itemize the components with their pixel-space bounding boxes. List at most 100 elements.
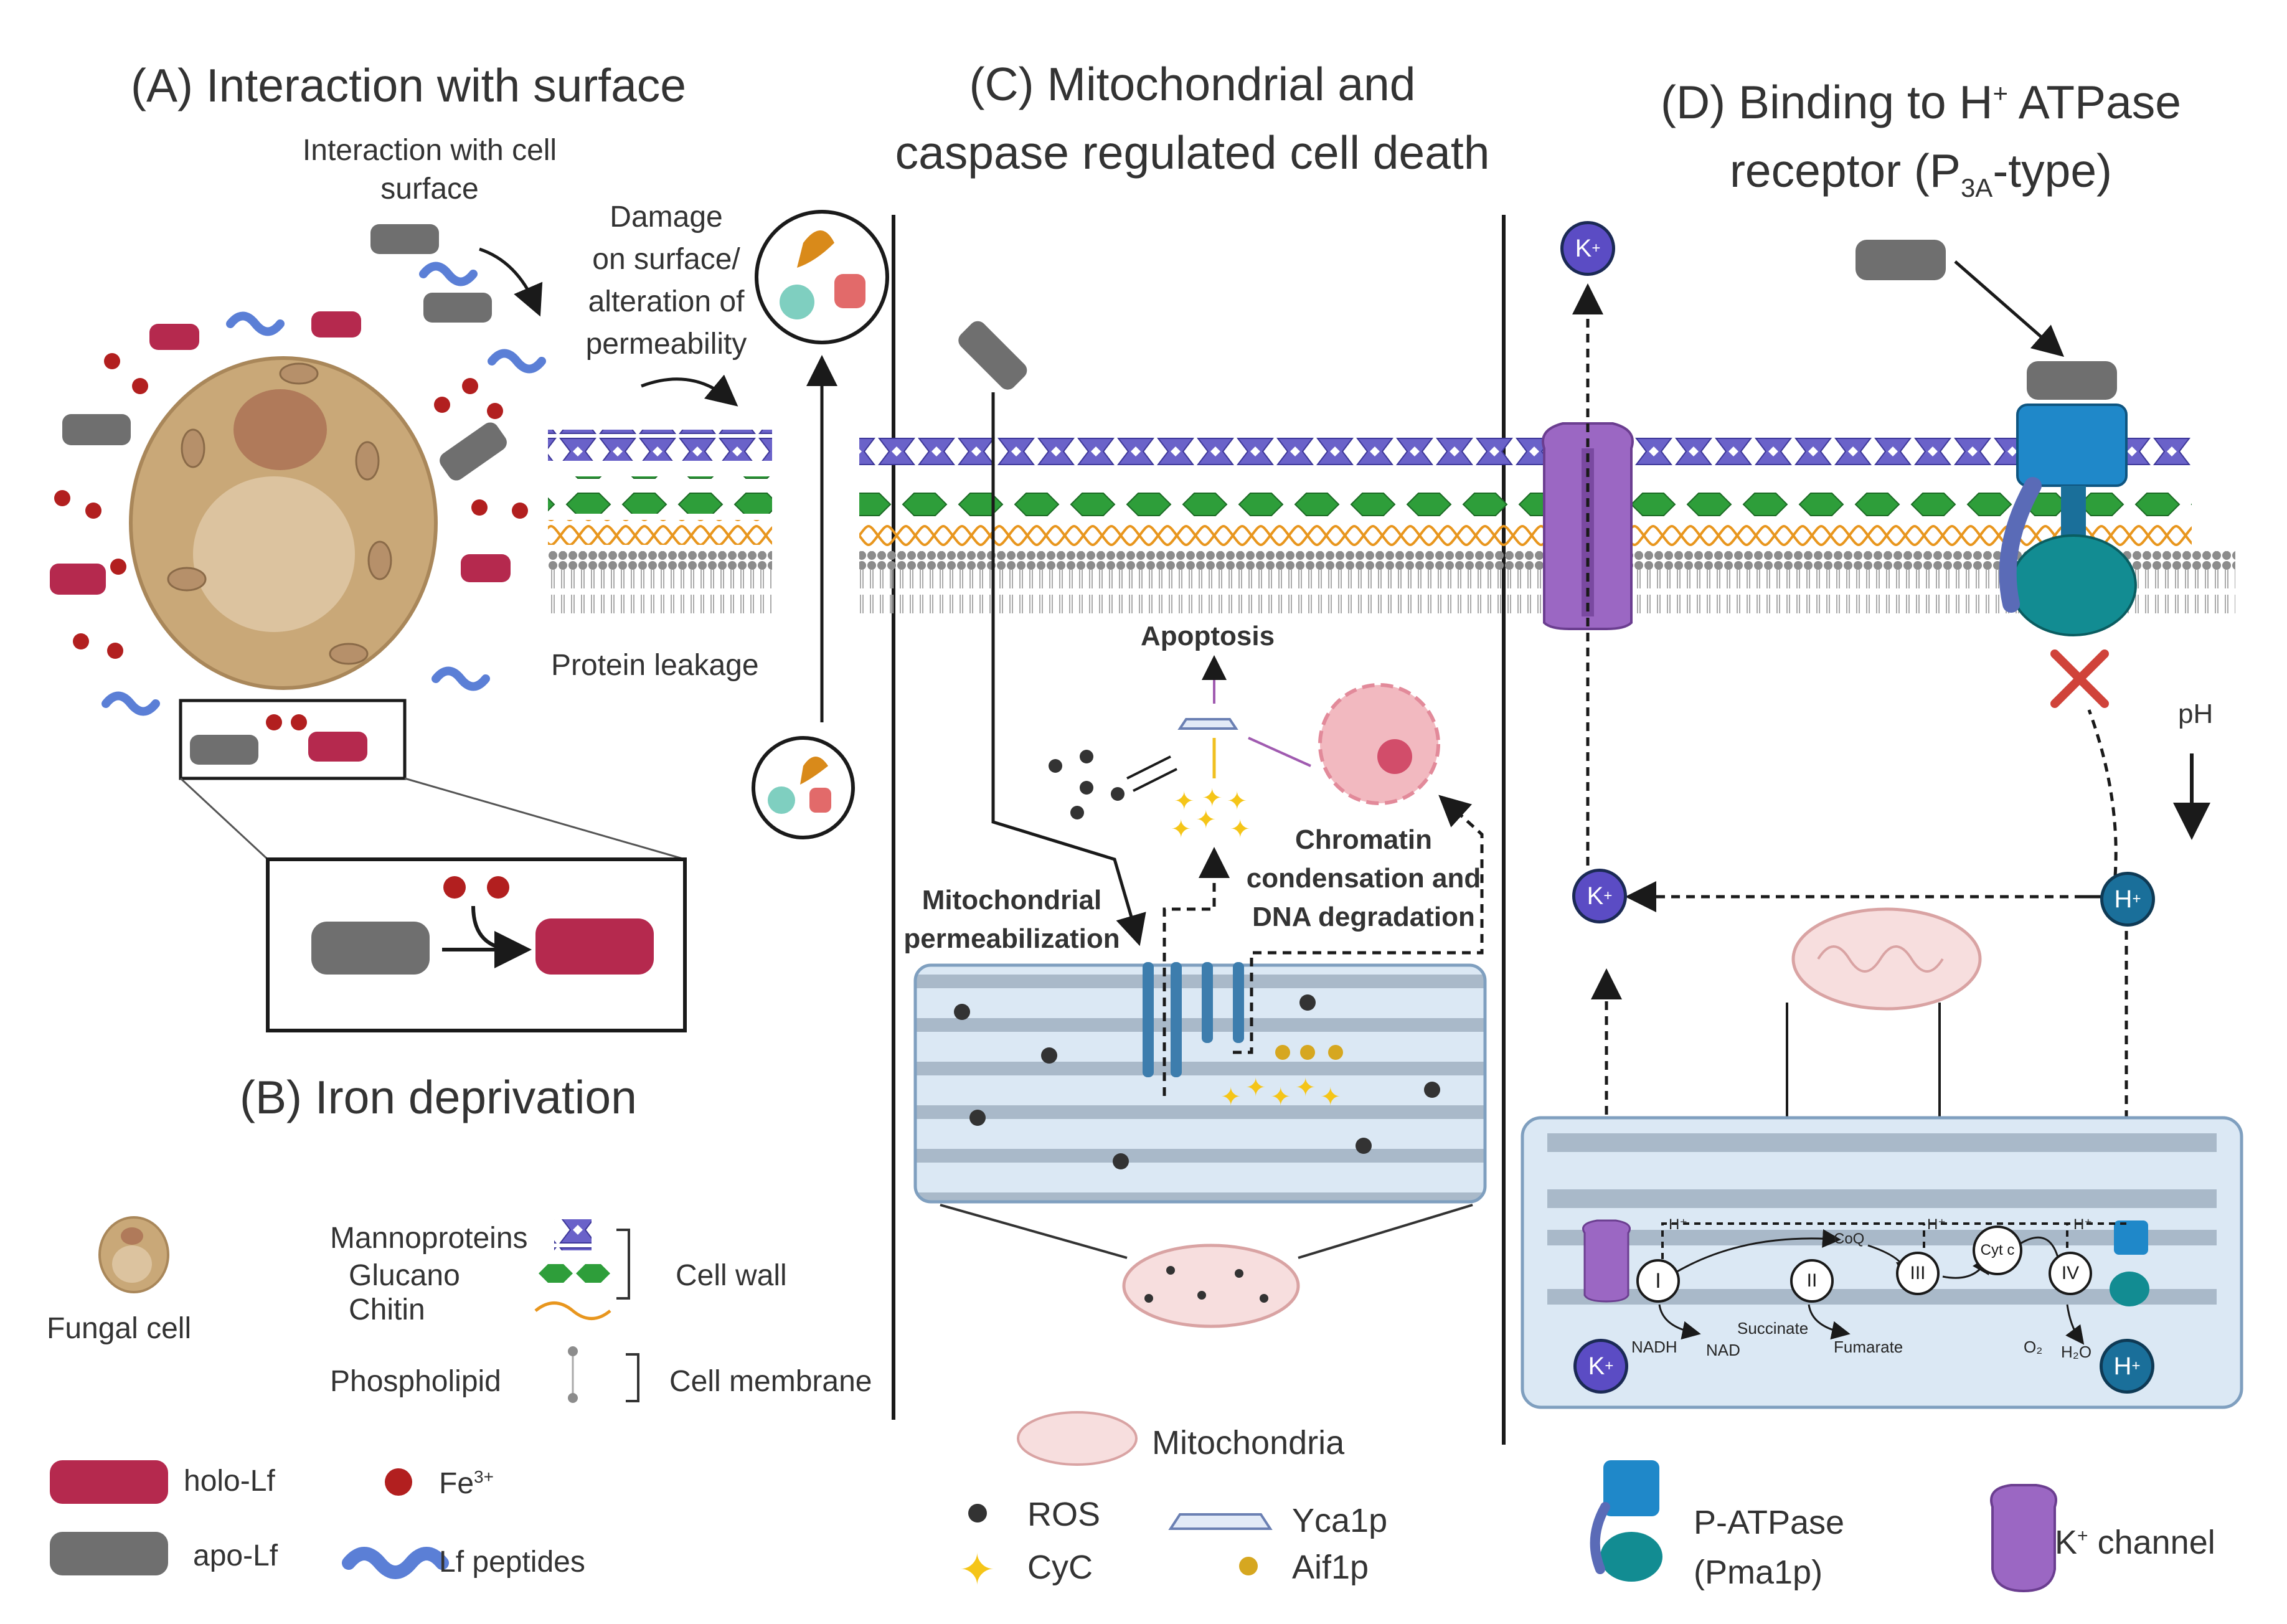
mitochondrion-small	[367, 541, 392, 580]
complex-iv: IV	[2049, 1252, 2092, 1295]
holo-lf-zoom	[535, 918, 654, 975]
legend-mannoprotein-icon	[554, 1219, 592, 1250]
panel-c-title-line2: caspase regulated cell death	[895, 126, 1490, 179]
o2-label: O₂	[2024, 1338, 2043, 1356]
interaction-label: Interaction with cell surface	[283, 136, 576, 204]
leaked-protein	[800, 757, 828, 785]
cell-vacuole	[193, 476, 355, 632]
iron-binding-arrow	[471, 905, 532, 968]
cyc-stars-free: ✦✦✦ ✦✦✦	[1171, 785, 1251, 843]
complex-ii: II	[1790, 1259, 1834, 1303]
zoom-source-box	[179, 699, 407, 780]
apo-lf-d	[1856, 240, 1946, 280]
h-ion-mid: H+	[2100, 872, 2155, 927]
legend-p-atpase-line2: (Pma1p)	[1694, 1554, 1823, 1591]
ros-dots-mito	[954, 994, 1440, 1169]
legend-k-channel: K+ channel	[2055, 1524, 2215, 1561]
svg-text:✦: ✦	[1245, 1074, 1266, 1102]
panel-d-title-line2: receptor (P3A-type)	[1729, 144, 2113, 202]
legend-glucan-icon	[539, 1264, 573, 1283]
legend-phospholipid: Phospholipid	[330, 1365, 501, 1398]
leaked-protein	[768, 786, 795, 814]
apo-lf-zoom	[311, 922, 430, 975]
nadh-label: NADH	[1631, 1338, 1677, 1356]
panel-a-title: (A) Interaction with surface	[131, 59, 687, 111]
legend-mito-icon	[1017, 1411, 1138, 1466]
legend-cyc-icon: ✦	[959, 1546, 996, 1594]
panel-d-title: (D) Binding to H+ ATPase receptor (P3A-t…	[1597, 59, 2245, 222]
complex-i: I	[1636, 1259, 1680, 1303]
leaked-protein	[780, 285, 814, 319]
mitochondrion-d	[1791, 907, 1982, 1011]
mitochondrion-mini	[1122, 1244, 1300, 1328]
legend-fe-icon	[385, 1468, 412, 1496]
legend-cell-membrane: Cell membrane	[669, 1365, 872, 1398]
equilibrium-arrows	[1126, 755, 1177, 792]
binding-arrow	[1954, 260, 2065, 357]
legend-atpase-icon	[1603, 1460, 1659, 1516]
svg-text:✦: ✦	[1195, 806, 1217, 834]
chromatin-line2: condensation and	[1246, 863, 1481, 894]
interaction-label-line1: Interaction with cell	[302, 134, 557, 167]
h-plus-3: H⁺	[2073, 1216, 2092, 1233]
holo-lf-molecules	[50, 311, 511, 595]
h2o-label: H₂O	[2061, 1343, 2092, 1361]
legend-yca1p: Yca1p	[1292, 1502, 1388, 1539]
aif-path	[1233, 795, 1484, 1054]
svg-text:✦: ✦	[1230, 816, 1251, 843]
nad-label: NAD	[1706, 1341, 1740, 1359]
legend-cyc: CyC	[1027, 1549, 1093, 1586]
cyc-path	[1162, 847, 1230, 1096]
legend-apo-lf: apo-Lf	[193, 1539, 278, 1572]
inhibition-x	[2050, 649, 2109, 708]
cell-wall-segment-a-mannoproteins	[548, 430, 772, 461]
panel-c-title: (C) Mitochondrial and caspase regulated …	[862, 50, 1522, 187]
legend-phospholipid-icon	[568, 1346, 578, 1356]
legend-mannoproteins: Mannoproteins	[330, 1222, 528, 1255]
chromatin-to-yca-arrow	[1248, 737, 1311, 767]
chromatin-label: Chromatin condensation and DNA degradati…	[1233, 821, 1494, 937]
mito-perm-line1: Mitochondrial	[922, 885, 1102, 915]
damage-line2: on surface/	[592, 243, 740, 276]
coq-label: CoQ	[1834, 1230, 1865, 1247]
leaked-protein	[834, 274, 865, 308]
svg-text:✦: ✦	[1220, 1083, 1242, 1111]
k-ion-mid: K+	[1572, 869, 1627, 923]
svg-text:✦: ✦	[1227, 788, 1248, 815]
legend-lf-peptides: Lf peptides	[439, 1546, 585, 1579]
cell-wall-segment-a-glucan	[548, 476, 772, 514]
svg-text:✦: ✦	[1171, 816, 1192, 843]
ros-dots-free	[1049, 750, 1125, 819]
atpase-arm	[1999, 477, 2042, 613]
aif1p-dots	[1275, 1045, 1343, 1060]
legend-chitin-icon	[534, 1301, 611, 1320]
cyc-stars-mito: ✦✦ ✦✦✦	[1220, 1074, 1341, 1111]
h-plus-2: H⁺	[1927, 1216, 1946, 1233]
legend-chitin: Chitin	[349, 1293, 425, 1326]
interaction-arrow	[479, 247, 543, 317]
apo-lf-molecules	[62, 224, 507, 481]
apo-lf-c	[958, 321, 1027, 390]
mito-perm-line2: permeabilization	[903, 923, 1120, 954]
panel-d	[1521, 240, 2243, 1409]
legend-aif1p-icon	[1239, 1557, 1258, 1575]
iron-dots	[54, 353, 528, 730]
damage-line1: Damage	[610, 201, 723, 234]
inhibition-line	[2087, 709, 2118, 891]
legend-k-channel-icon	[1990, 1484, 2057, 1593]
panel-c-title-line1: (C) Mitochondrial and	[969, 58, 1416, 110]
chromatin-line1: Chromatin	[1295, 824, 1432, 855]
mito-perm-label: Mitochondrial permeabilization	[894, 881, 1130, 958]
etc-stripes	[1547, 1133, 2217, 1305]
legend-fe: Fe3+	[439, 1467, 494, 1500]
atpase-top	[2016, 404, 2128, 487]
fe-zoom	[487, 876, 509, 899]
apoptosis-label: Apoptosis	[1141, 621, 1275, 651]
protein-leakage-label: Protein leakage	[551, 649, 759, 682]
legend-mitochondria: Mitochondria	[1152, 1424, 1345, 1461]
legend-p-atpase-line1: P-ATPase	[1694, 1504, 1845, 1541]
mitochondrion-small	[167, 567, 207, 592]
apo-lf-bound	[2027, 361, 2117, 400]
mitochondrion-small	[329, 643, 369, 665]
